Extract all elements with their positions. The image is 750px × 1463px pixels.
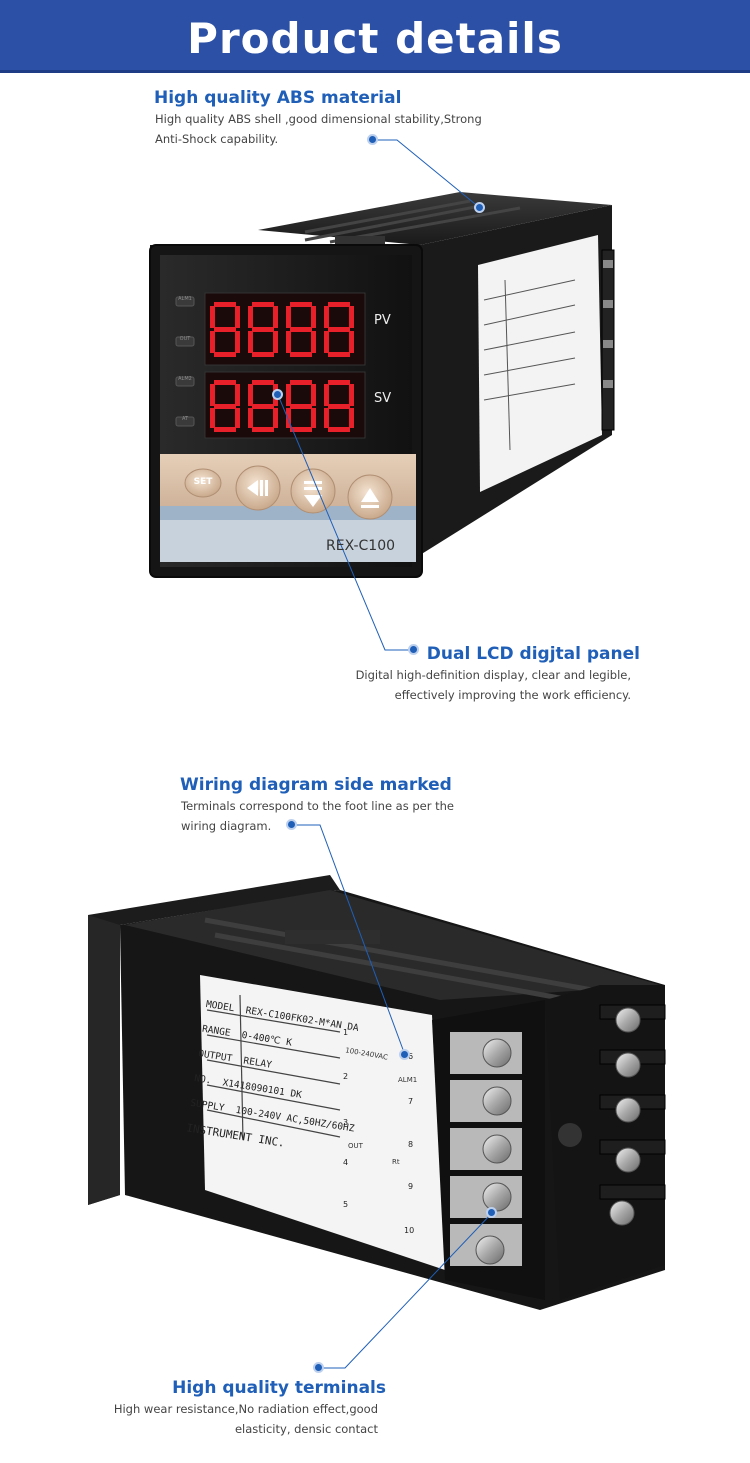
label-key: MODEL: [205, 998, 236, 1015]
set-button: SET: [193, 477, 213, 487]
page-title: Product details: [187, 14, 563, 63]
feature-desc-wiring-line2: wiring diagram.: [181, 819, 272, 833]
sv-label: SV: [374, 391, 392, 406]
alm-label: ALM1: [398, 1076, 418, 1084]
label-key: NO.: [193, 1072, 213, 1087]
indicator-alm1: ALM1: [178, 296, 192, 302]
label-key: OUTPUT: [197, 1048, 233, 1065]
feature-desc-lcd-line1: Digital high-definition display, clear a…: [355, 668, 631, 682]
header-banner: [0, 0, 750, 73]
callout-dot-icon: [367, 134, 378, 145]
feature-desc-terminals-line2: elasticity, densic contact: [234, 1422, 378, 1436]
feature-desc-lcd-line2: effectively improving the work efficienc…: [394, 688, 631, 702]
callout-dot-icon: [408, 644, 419, 655]
feature-title-wiring: Wiring diagram side marked: [180, 775, 452, 795]
feature-desc-abs-line2: Anti-Shock capability.: [155, 132, 279, 146]
feature-title-abs: High quality ABS material: [154, 88, 402, 108]
terminal-8: 8: [408, 1140, 414, 1149]
terminal-3: 3: [343, 1118, 349, 1127]
feature-desc-wiring-line1: Terminals correspond to the foot line as…: [181, 799, 455, 813]
label-value: 0-400℃ K: [240, 1029, 293, 1049]
terminal-5: 5: [343, 1200, 349, 1209]
callout-dot-icon: [399, 1049, 410, 1060]
rt-label: Rt: [392, 1158, 400, 1166]
out-label: OUT: [348, 1142, 363, 1150]
feature-title-lcd: Dual LCD digjtal panel: [426, 644, 640, 664]
callout-dot-icon: [272, 389, 283, 400]
pv-label: PV: [374, 313, 391, 328]
terminal-9: 9: [408, 1182, 414, 1191]
callout-dot-icon: [286, 819, 297, 830]
feature-title-terminals: High quality terminals: [172, 1378, 386, 1398]
label-value: RELAY: [242, 1055, 273, 1071]
terminal-6: 6: [408, 1052, 414, 1061]
feature-desc-abs-line1: High quality ABS shell ,good dimensional…: [155, 112, 482, 126]
callout-dot-icon: [486, 1207, 497, 1218]
feature-desc-terminals-line1: High wear resistance,No radiation effect…: [113, 1402, 378, 1416]
terminal-2: 2: [343, 1072, 349, 1081]
label-key: RANGE: [201, 1023, 232, 1039]
indicator-out: OUT: [179, 336, 191, 342]
terminal-1: 1: [343, 1028, 349, 1037]
indicator-alm2: ALM2: [178, 376, 192, 382]
model-name: REX-C100: [326, 538, 396, 554]
label-key: SUPPLY: [189, 1097, 226, 1114]
callout-dot-icon: [313, 1362, 324, 1373]
terminal-7: 7: [408, 1097, 414, 1106]
terminal-4: 4: [343, 1158, 349, 1167]
callout-dot-icon: [474, 202, 485, 213]
indicator-at: AT: [181, 416, 189, 422]
terminal-10: 10: [404, 1226, 415, 1235]
